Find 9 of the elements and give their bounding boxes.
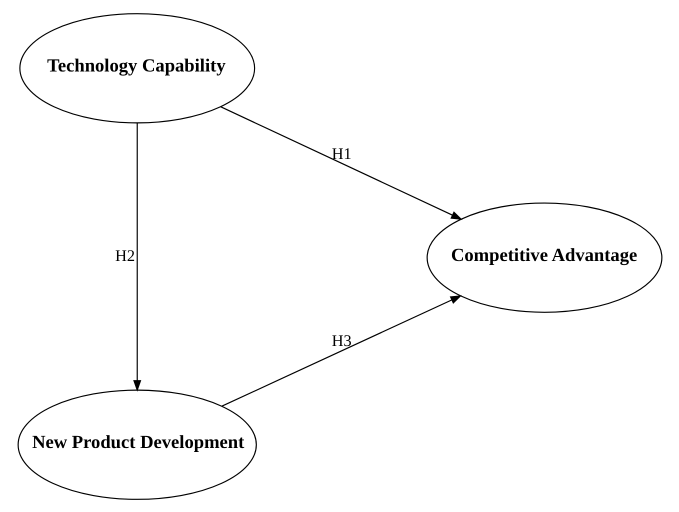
edge-label: H3 bbox=[331, 332, 352, 350]
edge-label: H2 bbox=[114, 246, 134, 264]
edge-label: H1 bbox=[331, 144, 352, 163]
node-ellipse: Competitive Advantage bbox=[426, 202, 662, 312]
arrow bbox=[132, 122, 141, 392]
node-ellipse: Technology Capability bbox=[18, 12, 255, 123]
arrow bbox=[221, 294, 462, 406]
node-ellipse: New Product Development bbox=[17, 389, 256, 500]
arrow bbox=[220, 106, 462, 220]
